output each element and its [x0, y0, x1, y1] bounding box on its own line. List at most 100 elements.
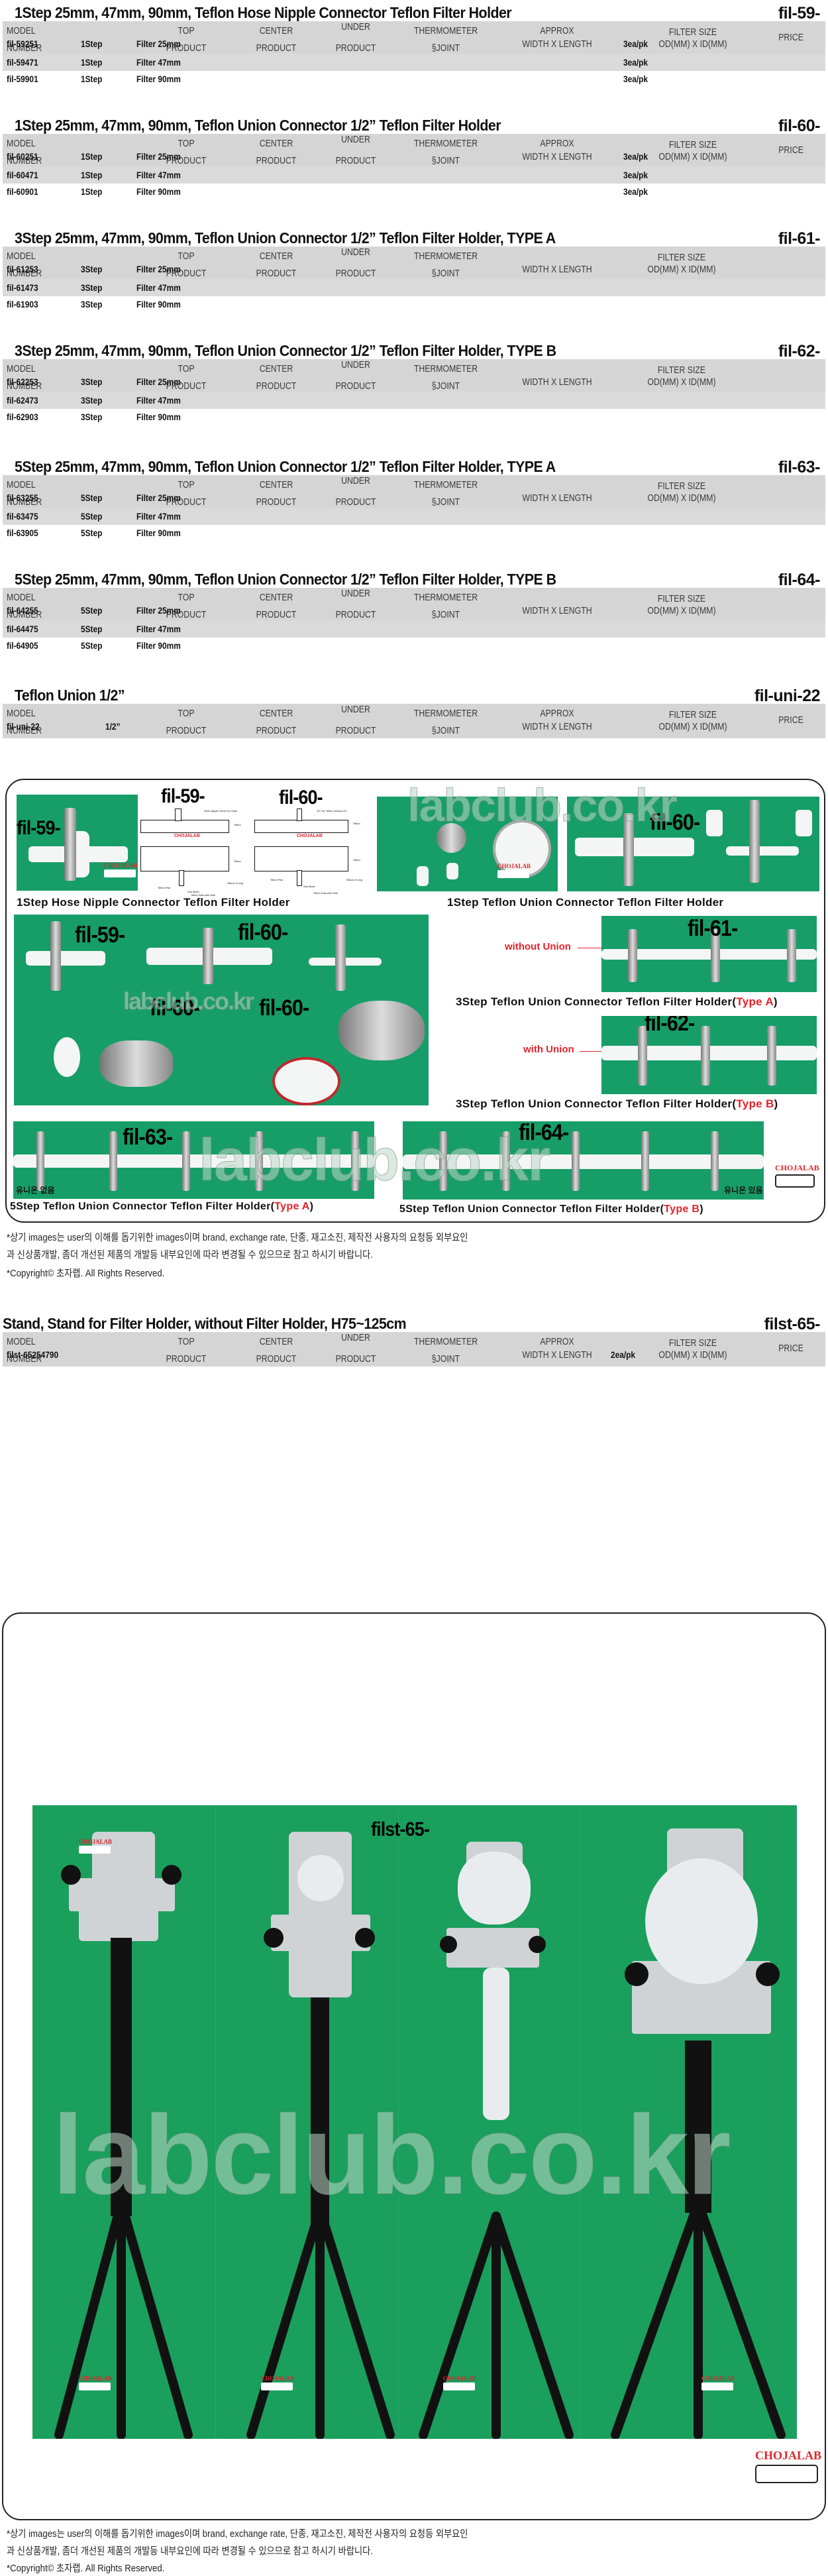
column-header-filter-size: OD(MM) X ID(MM): [658, 38, 727, 50]
column-header-under: PRODUCT: [335, 609, 376, 620]
stand-gallery-frame: [2, 1612, 826, 2520]
column-header-top: PRODUCT: [166, 1353, 207, 1365]
product-section: 3Step 25mm, 47mm, 90mm, Teflon Union Con…: [0, 225, 828, 338]
label-filst-65: filst-65-: [371, 1819, 430, 1840]
model-number: fil-60471: [7, 170, 38, 180]
column-header-model: MODEL: [7, 138, 36, 149]
column-header-center: PRODUCT: [256, 496, 297, 508]
column-header-under: PRODUCT: [335, 268, 376, 279]
disclaimer-line: 과 신상품개발, 좀더 개선된 제품의 개발등 내부요인에 따라 변경될 수 있…: [7, 1249, 373, 1260]
model-number: fil-61473: [7, 282, 38, 293]
watermark: labclub.co.kr: [198, 1127, 550, 1194]
top-product: Filter 25mm: [136, 264, 181, 274]
step-count: 3Step: [81, 412, 103, 422]
step-count: 1/2”: [105, 721, 121, 732]
top-product: Filter 25mm: [136, 605, 181, 616]
top-product: Filter 90mm: [136, 299, 181, 309]
step-count: 1Step: [81, 57, 103, 68]
column-header-filter-size: FILTER SIZE: [657, 252, 706, 263]
column-header-approx: WIDTH X LENGTH: [522, 492, 592, 504]
photo-fil-61: fil-61-: [601, 916, 817, 992]
top-product: Filter 47mm: [136, 282, 181, 293]
gallery-frame: [5, 779, 825, 1223]
photo-fil-62: fil-62-: [601, 1016, 817, 1094]
step-count: 3Step: [81, 264, 103, 274]
model-number: fil-62473: [7, 395, 38, 406]
brand-name: CHOJALAB: [755, 2449, 822, 2462]
product-section: 1Step 25mm, 47mm, 90mm, Teflon Hose Nipp…: [0, 0, 828, 113]
step-count: 5Step: [81, 511, 103, 522]
column-header-top: PRODUCT: [166, 609, 207, 620]
model-number: fil-63475: [7, 511, 38, 522]
label-fil-63: fil-63-: [123, 1125, 173, 1150]
model-number: fil-59251: [7, 38, 38, 49]
column-header-top: TOP: [178, 25, 195, 36]
column-header-thermometer: THERMOMETER: [413, 25, 478, 36]
top-product: Filter 25mm: [136, 38, 181, 49]
column-header-center: PRODUCT: [256, 155, 297, 166]
section-code: fil-64-: [778, 571, 821, 589]
top-product: Filter 90mm: [136, 412, 181, 422]
caption-3step-type-a: 3Step Teflon Union Connector Teflon Filt…: [456, 995, 778, 1009]
filter-size-qty: 3ea/pk: [623, 38, 648, 49]
column-header-top: PRODUCT: [166, 42, 207, 54]
caption-3step-type-b: 3Step Teflon Union Connector Teflon Filt…: [456, 1097, 778, 1111]
column-header-filter-size: OD(MM) X ID(MM): [658, 1349, 727, 1361]
model-number: fil-64475: [7, 624, 38, 634]
disclaimer-line: *상기 images는 user의 이해를 돕기위한 images이며 bran…: [7, 1232, 468, 1243]
column-header-filter-size: FILTER SIZE: [668, 27, 717, 38]
column-header-under: UNDER: [341, 21, 370, 32]
section-code: fil-61-: [778, 229, 821, 248]
caption-hose-nipple: 1Step Hose Nipple Connector Teflon Filte…: [17, 896, 290, 909]
watermark: labclub.co.kr: [123, 987, 254, 1015]
column-header-center: PRODUCT: [256, 725, 297, 736]
column-header-thermometer: §JOINT: [431, 380, 460, 392]
cross-section-diagram: fil-59- fil-60- CHOJALAB CHOJALAB Hose N…: [138, 785, 373, 897]
column-header-under: PRODUCT: [335, 42, 376, 54]
column-header-filter-size: OD(MM) X ID(MM): [658, 151, 727, 162]
column-header-filter-size: FILTER SIZE: [657, 480, 706, 492]
caption-close: ): [309, 1201, 314, 1212]
has-union-label: 유니온 있음: [724, 1186, 763, 1195]
model-number: fil-59901: [7, 74, 38, 84]
column-header-approx: WIDTH X LENGTH: [522, 605, 592, 616]
diagram-note: 1/2" for Teflon Union(1/2"): [317, 809, 347, 812]
column-header-center: PRODUCT: [256, 1353, 297, 1365]
column-header-filter-size: OD(MM) X ID(MM): [647, 492, 716, 504]
model-number: fil-63905: [7, 528, 38, 538]
column-header-under: PRODUCT: [335, 380, 376, 392]
filter-size-qty: 3ea/pk: [623, 151, 648, 162]
brand-logo: CHOJALAB: [775, 1163, 819, 1188]
section-code: filst-65-: [764, 1315, 821, 1333]
section-code: fil-60-: [778, 117, 821, 135]
step-count: 3Step: [81, 282, 103, 293]
disclaimer-line: 과 신상품개발, 좀더 개선된 제품의 개발등 내부요인에 따라 변경될 수 있…: [7, 2546, 373, 2557]
top-product: Filter 25mm: [136, 492, 181, 503]
column-header-filter-size: OD(MM) X ID(MM): [658, 721, 727, 732]
diagram-note: Sus Mesh: [187, 890, 199, 893]
diagram-brand-2: CHOJALAB: [297, 834, 323, 838]
top-product: Filter 25mm: [136, 376, 181, 387]
column-header-under: UNDER: [341, 134, 370, 145]
column-header-top: TOP: [178, 138, 195, 149]
column-header-under: UNDER: [341, 359, 370, 370]
label-fil-62: fil-62-: [645, 1016, 695, 1036]
brand-logo: CHOJALAB: [497, 863, 531, 869]
brand-logo: CHOJALAB: [755, 2449, 822, 2483]
caption-type: Type A: [274, 1201, 310, 1212]
column-header-model: NUMBER: [7, 609, 42, 620]
step-count: 3Step: [81, 376, 103, 387]
column-header-thermometer: THERMOMETER: [413, 363, 478, 374]
step-count: 1Step: [81, 38, 103, 49]
column-header-approx: WIDTH X LENGTH: [522, 376, 592, 388]
diagram-note: Silicon O-ring: [227, 881, 244, 885]
